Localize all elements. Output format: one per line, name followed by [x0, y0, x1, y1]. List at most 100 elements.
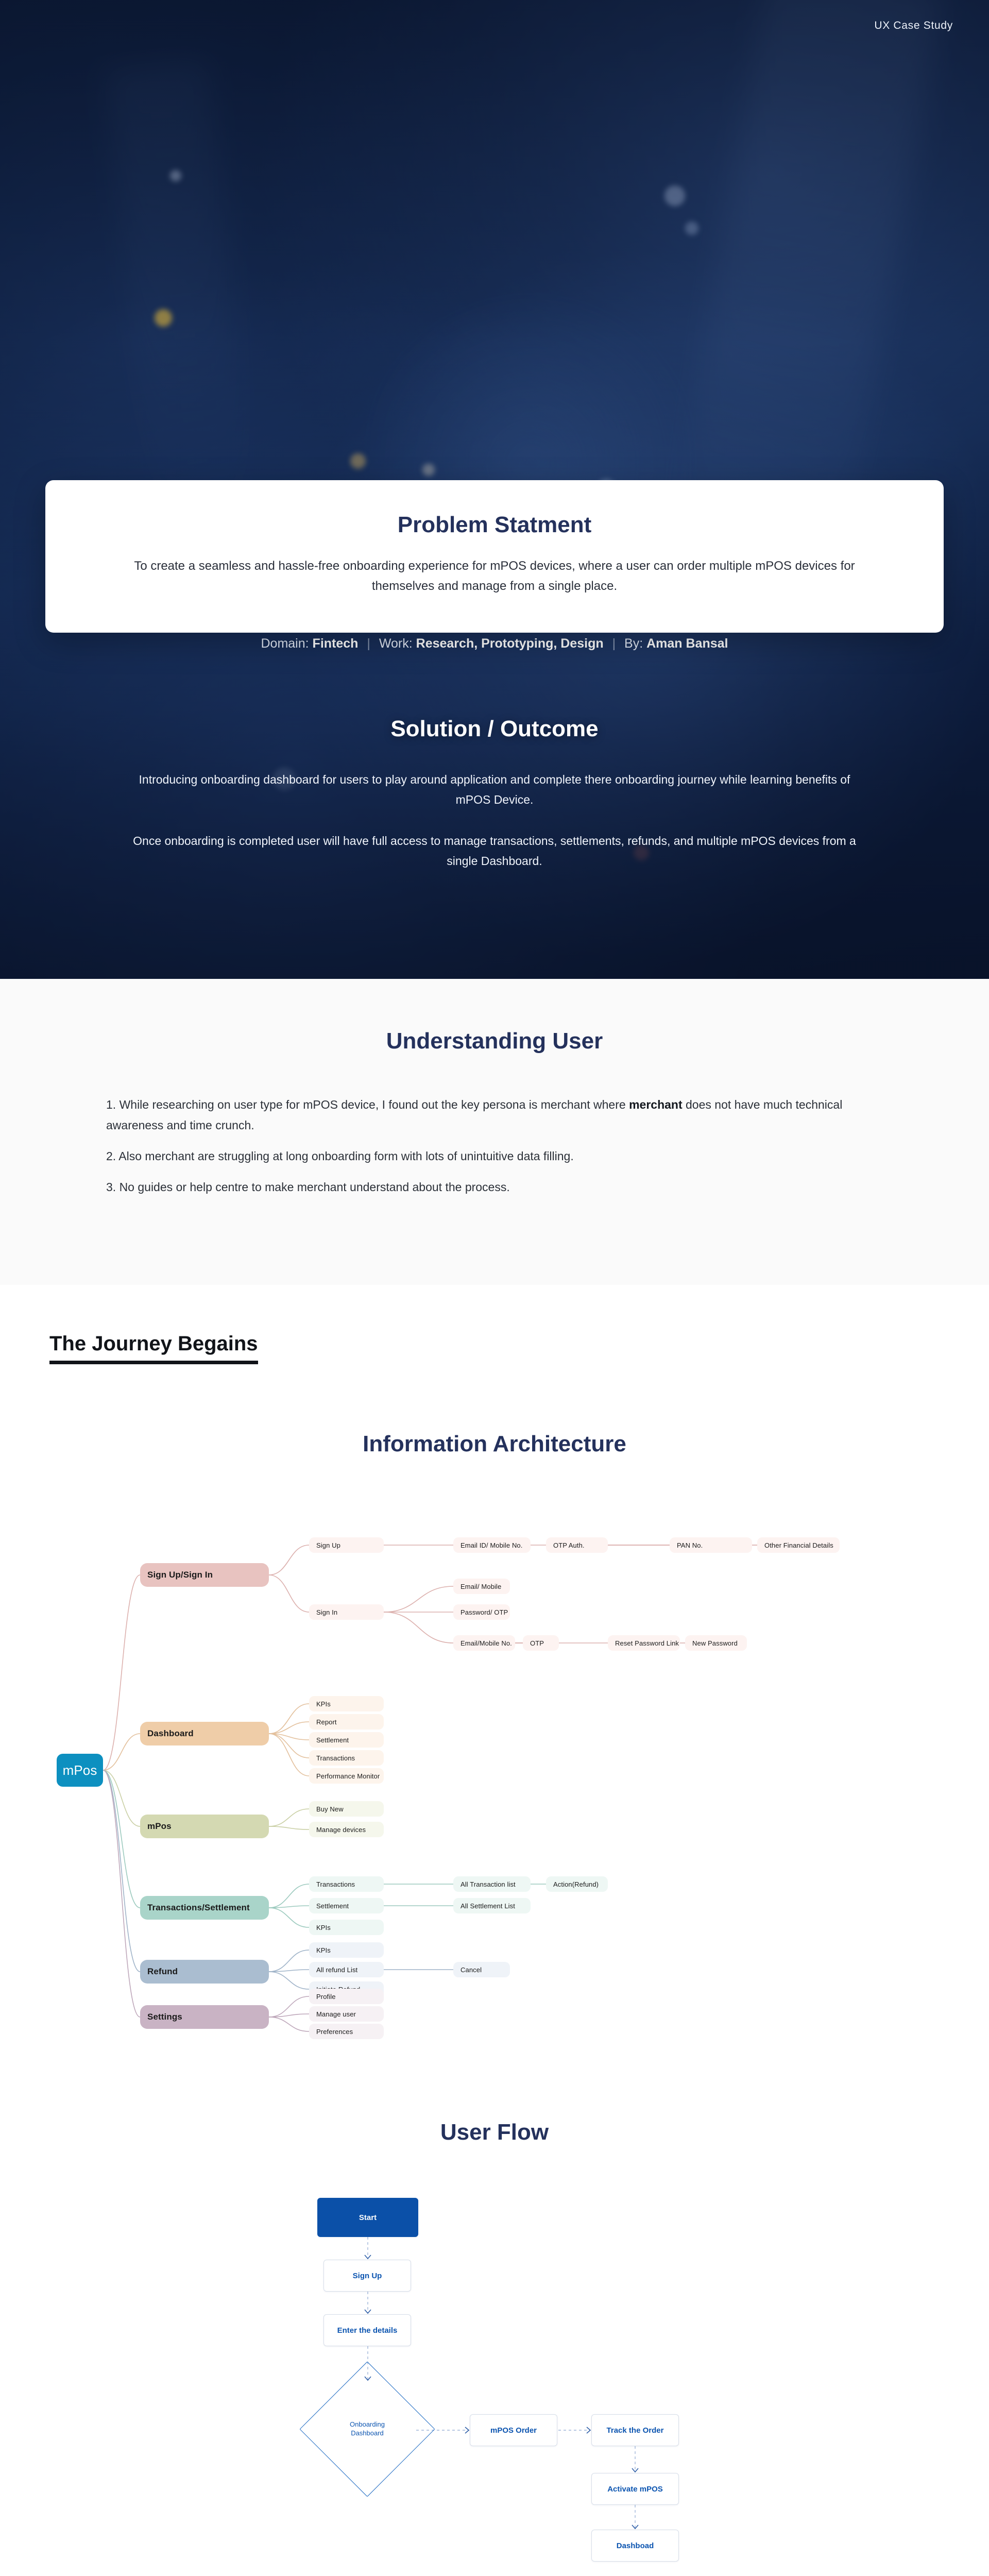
ia-node: Action(Refund): [546, 1876, 608, 1892]
ia-node-label: Settlement: [316, 1736, 349, 1744]
ia-node-label: Settlement: [316, 1902, 349, 1910]
meta-separator-2: |: [612, 636, 616, 651]
solution-outcome-block: Solution / Outcome Introducing onboardin…: [0, 716, 989, 893]
ia-node: Email ID/ Mobile No.: [453, 1537, 531, 1553]
ia-node: Report: [309, 1714, 384, 1730]
information-architecture-diagram: mPos Sign Up/Sign In Sign Up Email ID/ Mobi…: [0, 1506, 989, 2053]
ia-node-label: All Transaction list: [461, 1880, 516, 1888]
ia-node-label: Manage user: [316, 2010, 356, 2018]
ia-node-label: All Settlement List: [461, 1902, 515, 1910]
ia-node-label: Manage devices: [316, 1825, 366, 1834]
user-flow-node: Sign Up: [323, 2260, 411, 2292]
ia-node-label: All refund List: [316, 1965, 358, 1974]
ia-node-label: Email/Mobile No.: [461, 1639, 512, 1647]
ia-connector-lines: [103, 1545, 757, 2032]
ia-node: New Password: [685, 1635, 747, 1651]
ia-node: Transactions/Settlement: [140, 1896, 269, 1920]
solution-paragraph-2: Once onboarding is completed user will h…: [133, 834, 856, 868]
ia-node: KPIs: [309, 1942, 384, 1958]
ia-node: Cancel: [453, 1962, 510, 1978]
ia-node-label: KPIs: [316, 1946, 331, 1954]
journey-section: The Journey Begains: [0, 1285, 989, 1365]
ia-node: OTP: [523, 1635, 559, 1651]
understanding-user-list: 1. While researching on user type for mP…: [57, 1094, 932, 1197]
ia-node: Email/Mobile No.: [453, 1635, 515, 1651]
ia-node: Profile: [309, 1989, 384, 2005]
journey-begins-title: The Journey Begains: [49, 1332, 258, 1365]
by-value: Aman Bansal: [646, 636, 728, 651]
ia-node: Reset Password Link: [608, 1635, 680, 1651]
ia-node-label: KPIs: [316, 1923, 331, 1931]
ia-node: Sign Up/Sign In: [140, 1563, 269, 1587]
ia-node: Sign Up: [309, 1537, 384, 1553]
ia-node-label: OTP Auth.: [553, 1541, 585, 1549]
understanding-user-title: Understanding User: [386, 1028, 603, 1054]
ia-node: OTP Auth.: [546, 1537, 608, 1553]
ia-node: Transactions: [309, 1750, 384, 1766]
problem-statement-body: To create a seamless and hassle-free onb…: [134, 559, 855, 593]
ia-node: KPIs: [309, 1920, 384, 1936]
ia-node-label: PAN No.: [677, 1541, 703, 1549]
ia-node: All Settlement List: [453, 1898, 531, 1914]
ia-node-label: Transactions: [316, 1754, 355, 1762]
domain-label: Domain:: [261, 636, 309, 651]
ia-node-label: mPos: [62, 1762, 97, 1778]
understanding-point-1-bold: merchant: [629, 1098, 683, 1111]
ia-node-label: Dashboard: [147, 1728, 194, 1739]
ia-node-label: Action(Refund): [553, 1880, 599, 1888]
ia-node: Password/ OTP: [453, 1604, 510, 1620]
list-item: 3. No guides or help centre to make merc…: [106, 1180, 510, 1194]
ia-node-label: Performance Monitor: [316, 1772, 380, 1780]
ia-node-label: Cancel: [461, 1965, 482, 1974]
ia-node-label: KPIs: [316, 1700, 331, 1708]
solution-paragraph-1: Introducing onboarding dashboard for use…: [139, 773, 850, 806]
user-flow-node: Activate mPOS: [591, 2473, 679, 2505]
ia-node-label: Reset Password Link: [615, 1639, 679, 1647]
understanding-user-section: Understanding User 1. While researching …: [0, 979, 989, 1285]
ia-node-label: Other Financial Details: [764, 1541, 833, 1549]
ia-node: KPIs: [309, 1696, 384, 1712]
ia-node-label: Sign Up/Sign In: [147, 1570, 213, 1580]
user-flow-connectors: [364, 2237, 639, 2530]
work-value: Research, Prototyping, Design: [416, 636, 604, 651]
ia-node: Preferences: [309, 2024, 384, 2040]
ia-node-label: Preferences: [316, 2027, 353, 2036]
list-item: 1. While researching on user type for mP…: [106, 1094, 883, 1136]
ia-node-label: mPos: [147, 1821, 172, 1832]
problem-statement-title: Problem Statment: [397, 512, 592, 537]
ia-node-label: Buy New: [316, 1805, 344, 1813]
ia-node-label: Sign In: [316, 1608, 338, 1616]
ia-node: All Transaction list: [453, 1876, 531, 1892]
user-flow-node: mPOS Order: [470, 2414, 557, 2447]
hero-meta: Domain: Fintech | Work: Research, Protot…: [0, 636, 989, 651]
ia-node: Email/ Mobile: [453, 1579, 510, 1595]
ia-node-label: Password/ OTP: [461, 1608, 508, 1616]
ia-node: Sign In: [309, 1604, 384, 1620]
user-flow-node: Dashboad: [591, 2530, 679, 2562]
ia-node: mPos: [57, 1754, 103, 1787]
work-label: Work:: [379, 636, 413, 651]
ia-node: Settlement: [309, 1898, 384, 1914]
ia-node: PAN No.: [670, 1537, 752, 1553]
solution-title: Solution / Outcome: [390, 716, 599, 741]
case-study-tag: UX Case Study: [874, 20, 953, 31]
ia-node: Buy New: [309, 1801, 384, 1817]
problem-statement-card: Problem Statment To create a seamless an…: [45, 480, 944, 633]
ia-node-label: Email ID/ Mobile No.: [461, 1541, 523, 1549]
ia-node: Transactions: [309, 1876, 384, 1892]
hero-section: UX Case Study mPOS Dashboard Domain: Fin…: [0, 0, 989, 979]
ia-node-label: Report: [316, 1718, 337, 1726]
ia-node: Manage user: [309, 2006, 384, 2022]
ia-node: Settings: [140, 2005, 269, 2029]
domain-value: Fintech: [312, 636, 359, 651]
ia-node-label: New Password: [692, 1639, 738, 1647]
ia-node-label: Transactions: [316, 1880, 355, 1888]
user-flow-node: Enter the details: [323, 2314, 411, 2347]
ia-node-label: Sign Up: [316, 1541, 340, 1549]
ia-node: Refund: [140, 1960, 269, 1984]
